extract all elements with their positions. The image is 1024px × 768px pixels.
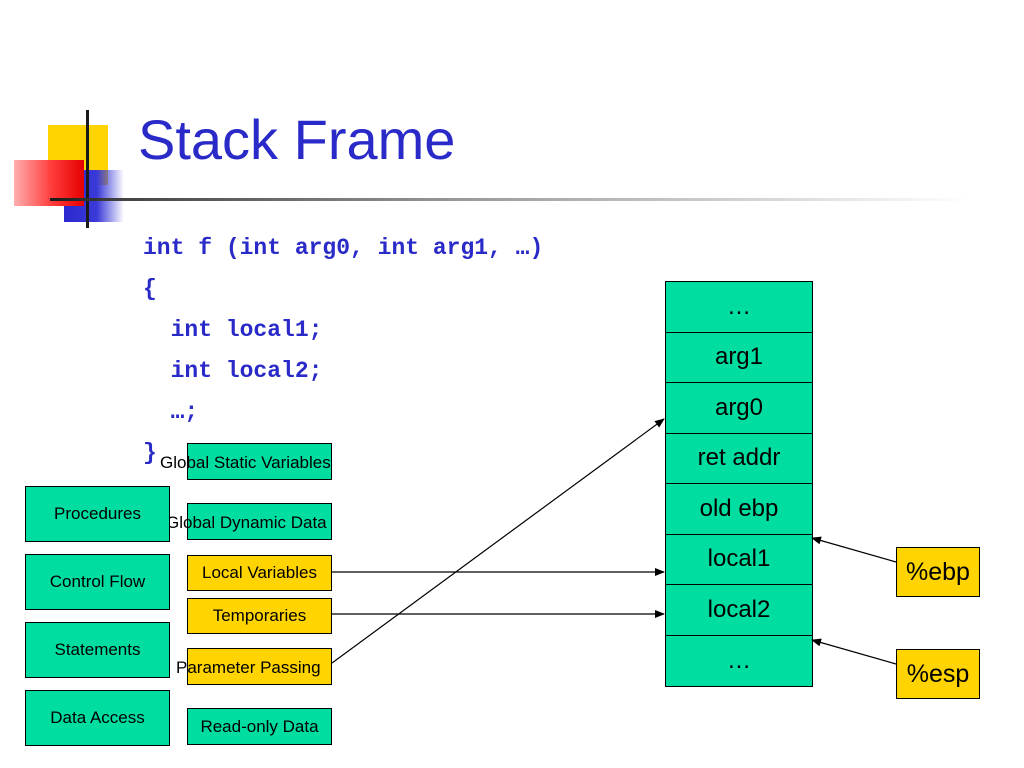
temporaries-box: Temporaries: [187, 598, 332, 634]
statements-box: Statements: [25, 622, 170, 678]
code-line-1: int f (int arg0, int arg1, …): [143, 235, 544, 261]
code-line-3: int local1;: [143, 317, 323, 343]
stack-cell-bottom-ellipsis: …: [727, 646, 751, 674]
code-line-2: {: [143, 276, 157, 302]
stack-cell-local2: local2: [666, 585, 812, 636]
title-underline: [50, 198, 970, 201]
stack-cell-old-ebp: old ebp: [666, 484, 812, 535]
stack-frame-column: … arg1 arg0 ret addr old ebp local1 loca…: [665, 281, 813, 687]
code-line-5: …;: [143, 399, 199, 425]
data-access-box: Data Access: [25, 690, 170, 746]
parameter-passing-arrow: [331, 418, 665, 664]
global-dynamic-data-box: [187, 503, 332, 540]
ebp-register-box: %ebp: [896, 547, 980, 597]
stack-cell-arg0: arg0: [666, 383, 812, 434]
logo-vertical-line: [86, 110, 89, 228]
global-static-variables-label: Global Static Variables: [160, 453, 331, 472]
esp-register-box: %esp: [896, 649, 980, 699]
parameter-passing-label: Parameter Passing: [176, 658, 321, 677]
procedures-box: Procedures: [25, 486, 170, 542]
ebp-arrow: [811, 536, 897, 563]
parameter-passing-box: [187, 648, 332, 685]
stack-cell-local1: local1: [666, 535, 812, 585]
local-variables-box: Local Variables: [187, 555, 332, 591]
stack-cell-arg1: arg1: [666, 333, 812, 383]
stack-cell-ret-addr: ret addr: [666, 434, 812, 484]
global-static-variables-box: [187, 443, 332, 480]
code-line-6: }: [143, 440, 157, 466]
read-only-data-box: Read-only Data: [187, 708, 332, 745]
global-dynamic-data-label: Global Dynamic Data: [166, 513, 327, 532]
code-line-4: int local2;: [143, 358, 323, 384]
control-flow-box: Control Flow: [25, 554, 170, 610]
stack-cell-top-ellipsis: …: [666, 282, 812, 333]
slide-title: Stack Frame: [138, 108, 456, 171]
esp-arrow: [811, 638, 897, 665]
